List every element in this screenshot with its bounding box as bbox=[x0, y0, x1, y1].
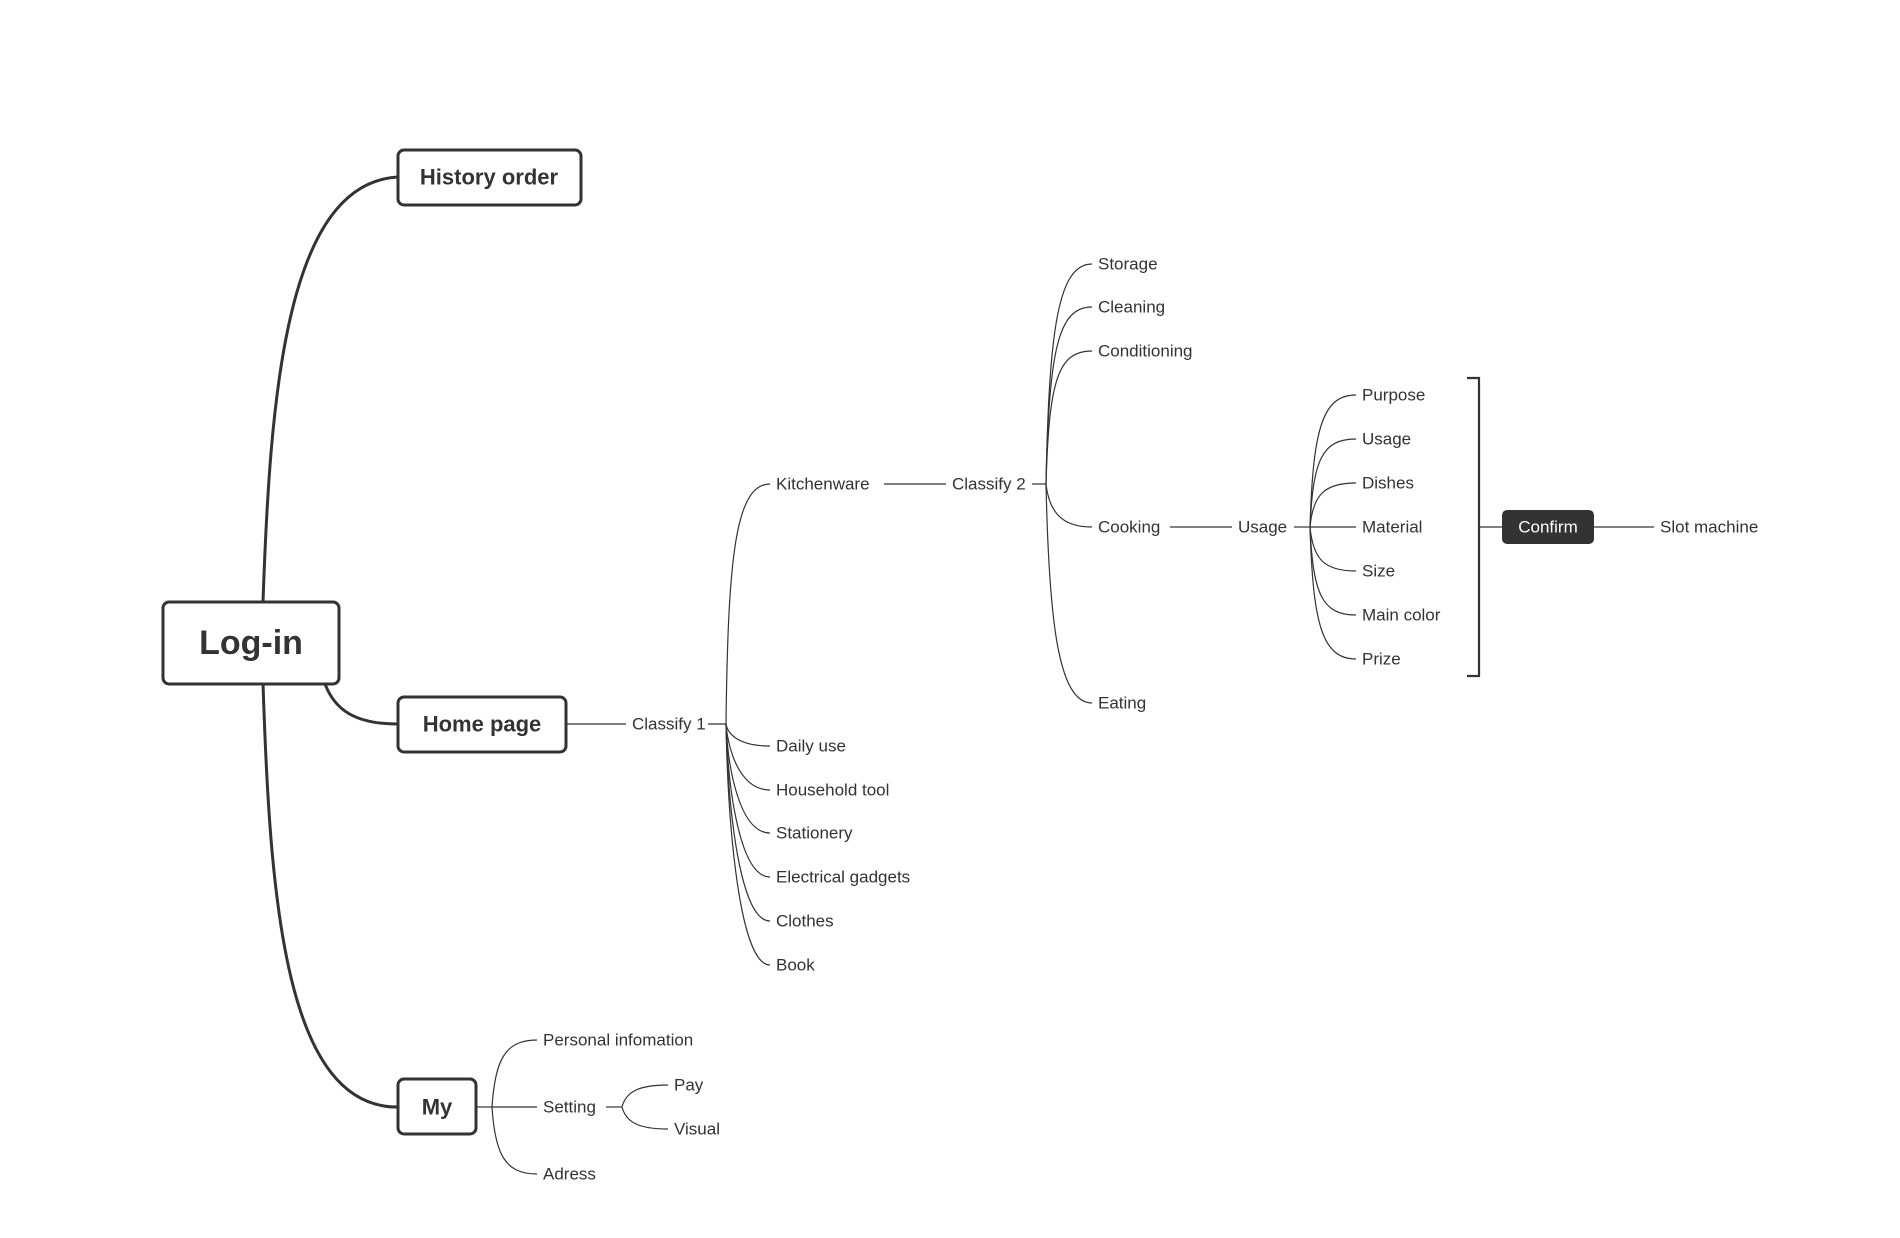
root-label: Log-in bbox=[199, 624, 303, 662]
connector-usage-option bbox=[1309, 438, 1357, 528]
summary-bracket bbox=[1467, 376, 1481, 678]
my-node[interactable]: My bbox=[396, 1077, 478, 1136]
connector-daily-use bbox=[725, 723, 771, 747]
confirm-button[interactable]: Confirm bbox=[1502, 510, 1594, 544]
connector-electrical-gadgets bbox=[725, 723, 771, 878]
connector-cleaning bbox=[1045, 306, 1093, 485]
connector-personal-info bbox=[491, 1039, 538, 1108]
connector-book bbox=[725, 723, 771, 966]
usage-label[interactable]: Usage bbox=[1238, 518, 1287, 537]
home-page-node[interactable]: Home page bbox=[396, 695, 568, 754]
category-book[interactable]: Book bbox=[776, 956, 815, 975]
filter-material[interactable]: Material bbox=[1362, 518, 1422, 537]
my-setting[interactable]: Setting bbox=[543, 1098, 596, 1117]
my-label: My bbox=[422, 1095, 453, 1120]
confirm-label: Confirm bbox=[1518, 518, 1578, 537]
slot-machine-label[interactable]: Slot machine bbox=[1660, 518, 1758, 537]
history-order-label: History order bbox=[420, 165, 559, 190]
connector-history bbox=[261, 175, 401, 603]
category-stationery[interactable]: Stationery bbox=[776, 824, 853, 843]
my-personal-information[interactable]: Personal infomation bbox=[543, 1031, 693, 1050]
classify1-label[interactable]: Classify 1 bbox=[632, 715, 706, 734]
connector-adress bbox=[491, 1106, 538, 1175]
connector-prize bbox=[1309, 526, 1357, 660]
connector-eating bbox=[1045, 483, 1093, 704]
connector-size bbox=[1309, 526, 1357, 572]
home-page-label: Home page bbox=[423, 712, 542, 737]
subcategory-eating[interactable]: Eating bbox=[1098, 694, 1146, 713]
connector-conditioning bbox=[1045, 350, 1093, 485]
connector-purpose bbox=[1309, 394, 1357, 528]
connector-clothes bbox=[725, 723, 771, 922]
category-electrical-gadgets[interactable]: Electrical gadgets bbox=[776, 868, 910, 887]
filter-prize[interactable]: Prize bbox=[1362, 650, 1401, 669]
classify2-label[interactable]: Classify 2 bbox=[952, 475, 1026, 494]
category-clothes[interactable]: Clothes bbox=[776, 912, 834, 931]
category-daily-use[interactable]: Daily use bbox=[776, 737, 846, 756]
connector-cooking bbox=[1045, 483, 1093, 528]
subcategory-cooking[interactable]: Cooking bbox=[1098, 518, 1160, 537]
setting-pay[interactable]: Pay bbox=[674, 1076, 704, 1095]
setting-visual[interactable]: Visual bbox=[674, 1120, 720, 1139]
filter-purpose[interactable]: Purpose bbox=[1362, 386, 1425, 405]
connector-dishes bbox=[1309, 482, 1357, 528]
filter-main-color[interactable]: Main color bbox=[1362, 606, 1441, 625]
connector-my bbox=[261, 682, 401, 1109]
connector-pay bbox=[621, 1084, 669, 1108]
history-order-node[interactable]: History order bbox=[396, 148, 583, 207]
subcategory-cleaning[interactable]: Cleaning bbox=[1098, 298, 1165, 317]
root-node[interactable]: Log-in bbox=[161, 600, 341, 686]
category-household-tool[interactable]: Household tool bbox=[776, 781, 889, 800]
filter-size[interactable]: Size bbox=[1362, 562, 1395, 581]
my-adress[interactable]: Adress bbox=[543, 1165, 596, 1184]
connector-visual bbox=[621, 1106, 669, 1130]
filter-dishes[interactable]: Dishes bbox=[1362, 474, 1414, 493]
category-kitchenware[interactable]: Kitchenware bbox=[776, 475, 870, 494]
filter-usage[interactable]: Usage bbox=[1362, 430, 1411, 449]
subcategory-conditioning[interactable]: Conditioning bbox=[1098, 342, 1193, 361]
connector-home bbox=[323, 683, 399, 726]
connector-kitchenware bbox=[725, 483, 771, 725]
subcategory-storage[interactable]: Storage bbox=[1098, 255, 1158, 274]
connector-stationery bbox=[725, 723, 771, 834]
